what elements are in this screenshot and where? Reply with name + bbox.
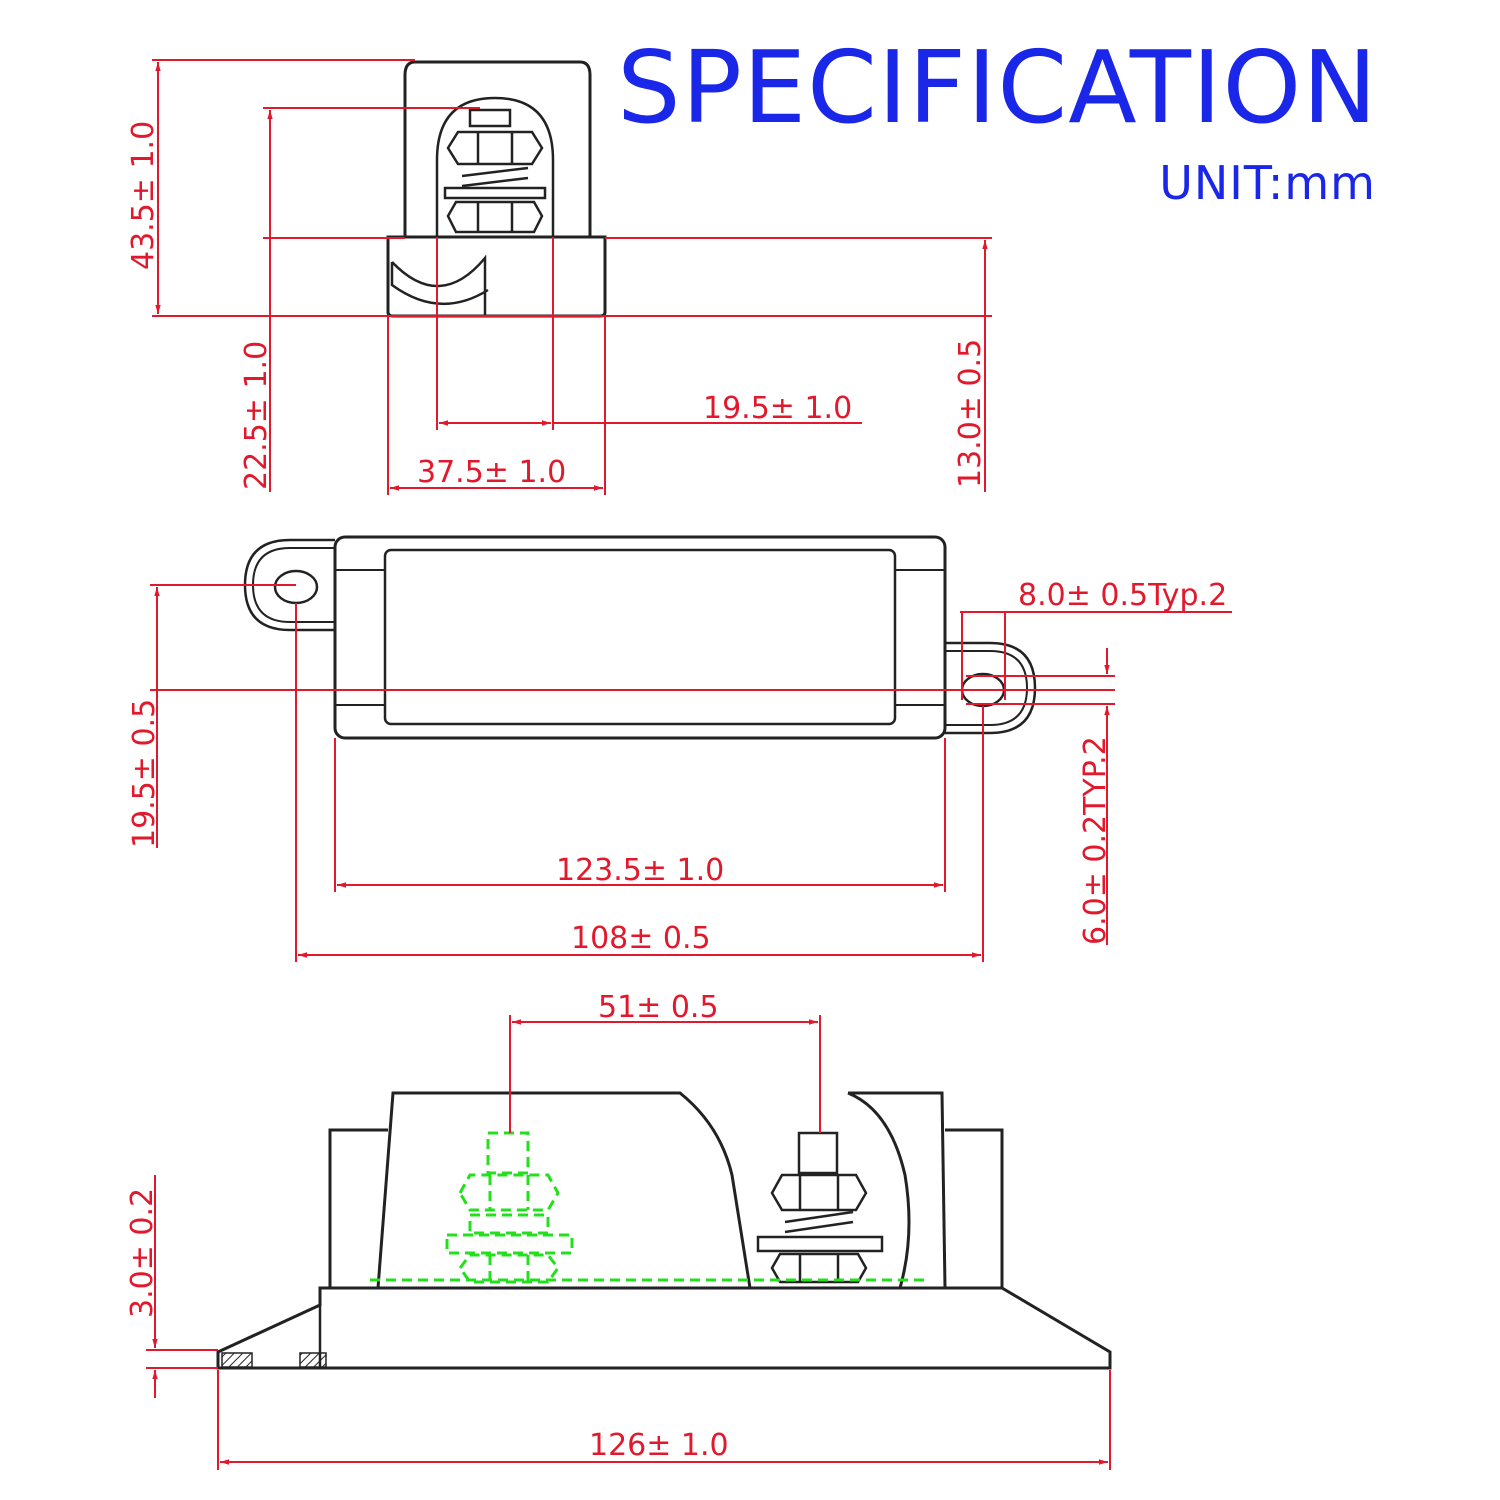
top-view-tab-right <box>945 641 1037 735</box>
dim-terminal-height: 22.5± 1.0 <box>239 341 274 490</box>
side-view-spring-washer <box>443 166 547 200</box>
front-view <box>216 1091 1112 1370</box>
side-view-cover <box>403 60 592 239</box>
front-view-flange-hatch-right <box>299 1352 327 1368</box>
front-view-stud <box>756 1131 884 1284</box>
dim-width: 19.5± 0.5 <box>127 699 162 848</box>
top-view-body <box>333 535 947 740</box>
top-view-dimensions: 8.0± 0.5Typ.2 19.5± 0.5 6.0± 0.2TYP.2 12… <box>127 578 1232 962</box>
side-view-upper-nut <box>446 108 544 166</box>
dim-overall-length: 126± 1.0 <box>589 1428 729 1463</box>
top-view-hole-left <box>273 569 319 605</box>
side-view-lower-nut <box>446 200 544 234</box>
dim-tab-hole: 8.0± 0.5Typ.2 <box>1018 578 1227 613</box>
top-view-lid <box>383 548 897 726</box>
side-view <box>386 60 607 318</box>
front-view-flange-hatch-left <box>221 1352 253 1368</box>
page-title: SPECIFICATION <box>617 29 1378 146</box>
front-view-cover-left <box>376 1091 752 1289</box>
front-view-right-block <box>945 1128 1004 1288</box>
front-view-cover-right <box>847 1091 947 1289</box>
dim-base-height: 13.0± 0.5 <box>953 339 988 488</box>
front-view-dimensions: 51± 0.5 3.0± 0.2 126± 1.0 <box>125 990 1111 1470</box>
top-view <box>243 535 1037 740</box>
dim-flange-thickness: 3.0± 0.2 <box>125 1188 160 1318</box>
side-view-base-slot <box>390 254 489 316</box>
dim-hole-diameter: 6.0± 0.2TYP.2 <box>1078 736 1113 945</box>
dim-body-length: 123.5± 1.0 <box>556 853 724 888</box>
front-view-base <box>216 1286 1112 1370</box>
front-view-hidden-terminal <box>370 1131 930 1284</box>
dim-stud-spacing: 51± 0.5 <box>598 990 719 1025</box>
side-view-dimensions: 43.5± 1.0 22.5± 1.0 13.0± 0.5 19.5± 1.0 … <box>126 59 992 495</box>
front-view-left-block <box>328 1128 388 1288</box>
dim-hole-spacing: 108± 0.5 <box>571 921 711 956</box>
dim-terminal-width: 19.5± 1.0 <box>703 391 852 426</box>
side-view-base <box>386 235 607 318</box>
side-view-window <box>435 96 555 237</box>
dim-overall-height: 43.5± 1.0 <box>126 121 161 270</box>
unit-label: UNIT:mm <box>1159 156 1376 210</box>
dim-base-width: 37.5± 1.0 <box>417 455 566 490</box>
